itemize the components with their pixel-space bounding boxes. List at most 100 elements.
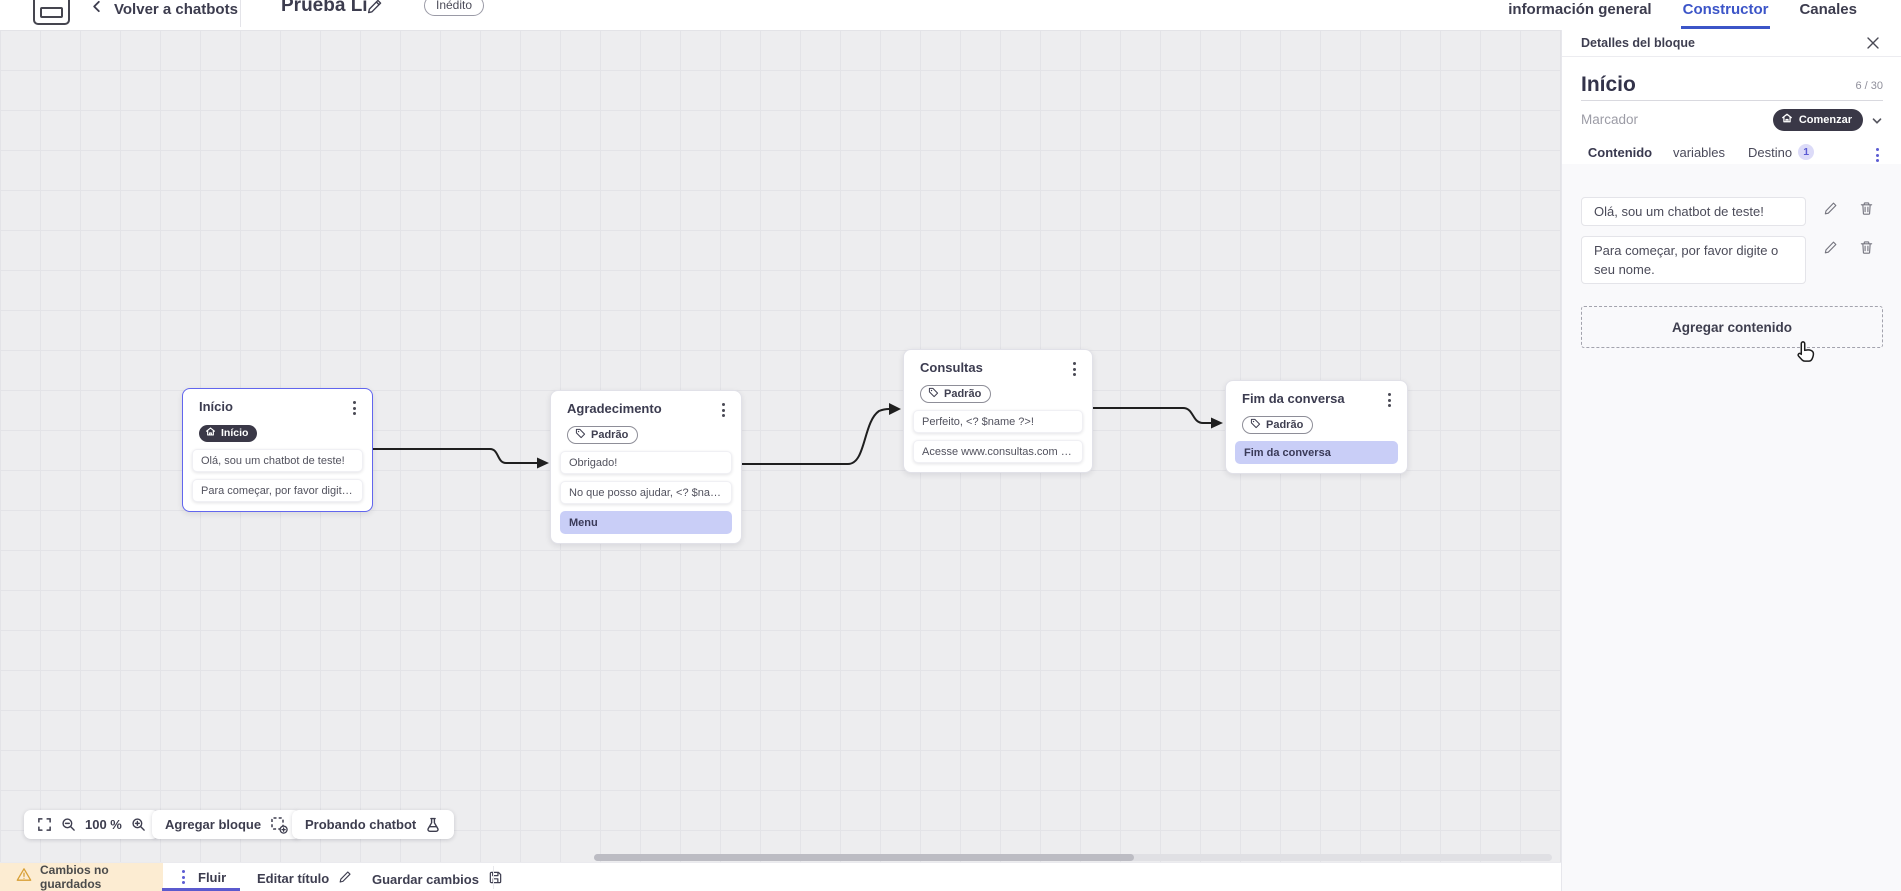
test-chatbot-button[interactable]: Probando chatbot xyxy=(292,810,455,839)
horizontal-scrollbar-thumb[interactable] xyxy=(594,854,1134,861)
panel-tabs-menu-icon[interactable] xyxy=(1872,146,1883,164)
node-title: Consultas xyxy=(920,360,983,375)
zoom-level: 100 % xyxy=(85,817,122,832)
save-changes-button[interactable]: Guardar cambios xyxy=(372,870,503,888)
bottom-bar: Cambios no guardados Fluir Editar título… xyxy=(0,862,1561,891)
fullscreen-icon[interactable] xyxy=(37,817,52,832)
node-agradecimento[interactable]: Agradecimento Padrão Obrigado! No que po… xyxy=(550,390,742,544)
app-logo-glyph xyxy=(40,7,63,18)
horizontal-scrollbar-track[interactable] xyxy=(594,854,1552,861)
edit-title-button[interactable]: Editar título xyxy=(257,870,352,887)
close-icon[interactable] xyxy=(1866,36,1880,50)
tag-icon xyxy=(1250,418,1261,432)
node-title: Início xyxy=(199,399,233,414)
node-menu-icon[interactable] xyxy=(1069,360,1080,378)
test-chatbot-label: Probando chatbot xyxy=(305,817,417,832)
tag-icon xyxy=(575,428,586,442)
status-badge: Inédito xyxy=(424,0,485,16)
panel-tabs: Contenido variables Destino 1 xyxy=(1581,144,1887,166)
zoom-out-icon[interactable] xyxy=(61,817,76,832)
node-fim-da-conversa[interactable]: Fim da conversa Padrão Fim da conversa xyxy=(1225,380,1408,474)
flask-icon xyxy=(425,817,441,833)
tab-variables-label: variables xyxy=(1673,145,1726,160)
edit-pencil-icon[interactable] xyxy=(1823,240,1838,260)
start-badge: Início xyxy=(199,424,258,442)
block-name-row: Início 6 / 30 xyxy=(1581,73,1883,101)
tab-contenido[interactable]: Contenido xyxy=(1581,145,1659,166)
page-title: Prueba Li xyxy=(281,0,368,16)
block-details-panel: Detalles del bloque Início 6 / 30 Marcad… xyxy=(1561,30,1901,891)
char-counter: 6 / 30 xyxy=(1855,80,1883,92)
home-icon xyxy=(205,426,216,440)
flow-tab-menu-icon[interactable] xyxy=(178,868,189,886)
tag-badge-label: Padrão xyxy=(591,429,629,441)
flow-tab-active-underline xyxy=(162,888,240,891)
node-content-row: Obrigado! xyxy=(560,451,732,474)
app-logo xyxy=(33,0,70,25)
flow-edges xyxy=(372,403,1223,469)
node-end-row[interactable]: Fim da conversa xyxy=(1235,441,1398,464)
tag-badge-label: Padrão xyxy=(1266,419,1304,431)
zoom-in-icon[interactable] xyxy=(131,817,146,832)
unsaved-changes-label: Cambios no guardados xyxy=(40,863,109,891)
tab-constructor[interactable]: Constructor xyxy=(1680,0,1771,29)
node-content-row: Acesse www.consultas.com par... xyxy=(913,440,1083,463)
node-consultas[interactable]: Consultas Padrão Perfeito, <? $name ?>! … xyxy=(903,349,1093,473)
start-badge-label: Início xyxy=(221,427,249,439)
edit-pencil-icon[interactable] xyxy=(1823,201,1838,221)
node-menu-icon[interactable] xyxy=(349,399,360,417)
node-menu-icon[interactable] xyxy=(718,401,729,419)
marker-select[interactable]: Comenzar xyxy=(1772,108,1883,131)
flow-tab[interactable]: Fluir xyxy=(198,870,227,885)
tab-informacion-general[interactable]: información general xyxy=(1508,1,1652,18)
zoom-controls: 100 % xyxy=(24,810,159,839)
back-to-chatbots-button[interactable]: Volver a chatbots xyxy=(90,0,238,18)
home-icon xyxy=(1781,112,1793,127)
chevron-left-icon xyxy=(90,0,103,18)
content-text-card[interactable]: Para começar, por favor digite o seu nom… xyxy=(1581,236,1806,284)
node-content-row: Perfeito, <? $name ?>! xyxy=(913,410,1083,433)
tag-badge: Padrão xyxy=(567,426,639,444)
topbar-divider xyxy=(240,0,241,27)
edit-title-label: Editar título xyxy=(257,871,330,886)
marker-row: Marcador Comenzar xyxy=(1581,108,1883,131)
add-content-label: Agregar contenido xyxy=(1671,319,1792,335)
add-block-button[interactable]: Agregar bloque xyxy=(152,810,302,839)
node-content-row: No que posso ajudar, <? $name ... xyxy=(560,481,732,504)
chevron-down-icon xyxy=(1871,114,1883,126)
flow-canvas[interactable]: Início Início Olá, sou um chatbot de tes… xyxy=(0,30,1561,862)
top-bar: Volver a chatbots Prueba Li Inédito info… xyxy=(0,0,1901,30)
tag-badge-label: Padrão xyxy=(944,388,982,400)
delete-trash-icon[interactable] xyxy=(1859,201,1874,221)
pencil-icon xyxy=(338,870,352,887)
top-navigation: información general Constructor Canales xyxy=(1506,0,1859,29)
node-menu-option-row[interactable]: Menu xyxy=(560,511,732,534)
save-changes-label: Guardar cambios xyxy=(372,871,479,887)
tab-variables[interactable]: variables xyxy=(1673,145,1725,166)
node-inicio[interactable]: Início Início Olá, sou um chatbot de tes… xyxy=(182,388,373,512)
tab-destino[interactable]: Destino 1 xyxy=(1748,144,1815,166)
content-row-actions xyxy=(1823,236,1874,260)
back-label: Volver a chatbots xyxy=(114,0,238,18)
tab-canales[interactable]: Canales xyxy=(1799,1,1857,18)
content-row-actions xyxy=(1823,197,1874,221)
node-content-row: Para começar, por favor digite o ... xyxy=(192,479,363,502)
bottombar-divider xyxy=(493,866,494,889)
marker-value-label: Comenzar xyxy=(1798,113,1852,126)
add-block-label: Agregar bloque xyxy=(165,817,262,832)
content-row: Para começar, por favor digite o seu nom… xyxy=(1581,236,1883,284)
node-title: Fim da conversa xyxy=(1242,391,1345,406)
tag-badge: Padrão xyxy=(920,385,992,403)
content-row: Olá, sou um chatbot de teste! xyxy=(1581,197,1883,226)
tab-destino-label: Destino xyxy=(1748,145,1793,160)
add-content-button[interactable]: Agregar contenido xyxy=(1581,306,1883,348)
warning-triangle-icon xyxy=(16,867,32,887)
panel-title: Detalles del bloque xyxy=(1581,36,1695,50)
delete-trash-icon[interactable] xyxy=(1859,240,1874,260)
content-text-card[interactable]: Olá, sou um chatbot de teste! xyxy=(1581,197,1806,226)
tag-icon xyxy=(928,387,939,401)
edit-title-pencil-icon[interactable] xyxy=(366,0,383,15)
node-menu-icon[interactable] xyxy=(1384,391,1395,409)
block-name-input[interactable]: Início xyxy=(1581,73,1636,96)
node-title: Agradecimento xyxy=(567,401,662,416)
